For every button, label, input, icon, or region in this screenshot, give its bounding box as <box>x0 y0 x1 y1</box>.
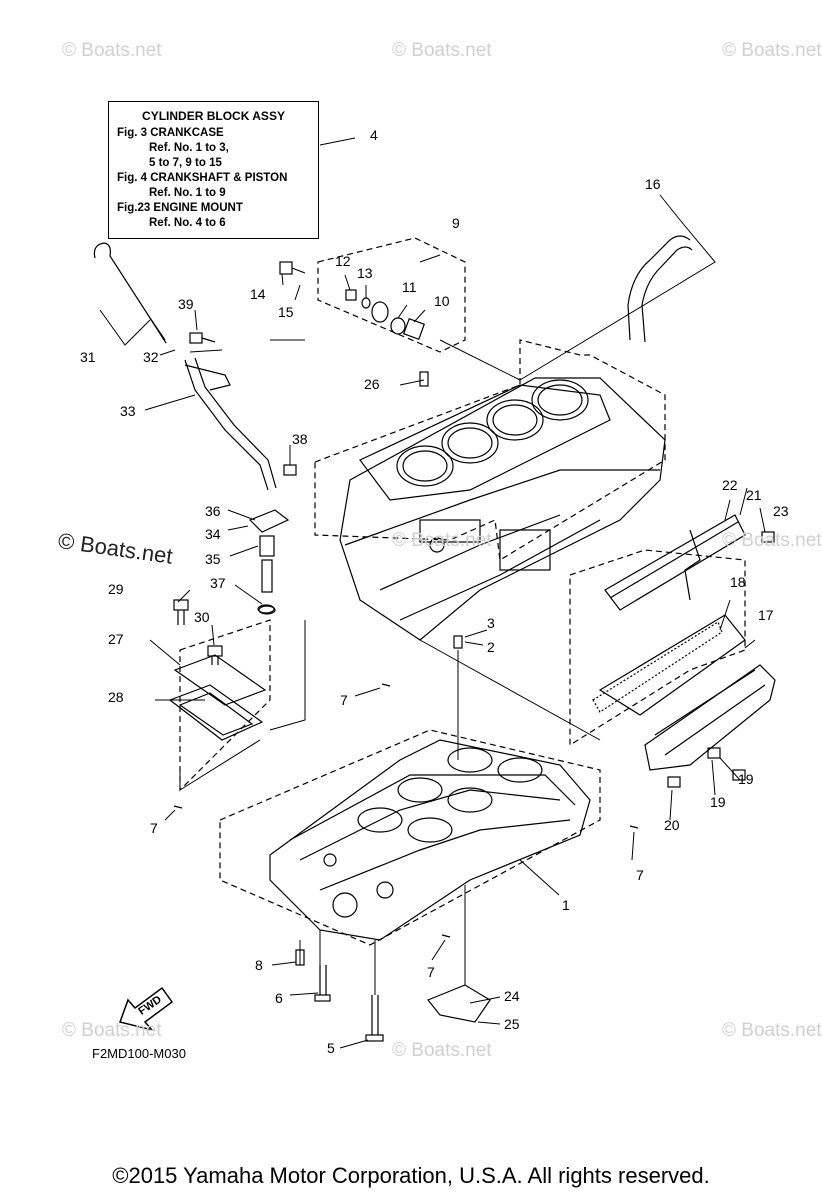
callout-2: 2 <box>487 639 495 655</box>
callout-18: 18 <box>730 574 746 590</box>
leader-lines <box>99 137 766 1049</box>
callout-37: 37 <box>210 575 226 591</box>
dashed-boundaries <box>179 237 746 946</box>
dipstick-drawing <box>93 242 166 341</box>
callout-12: 12 <box>335 253 351 269</box>
callout-7c: 7 <box>636 867 644 883</box>
watermark: © Boats.net <box>62 40 162 61</box>
watermark: © Boats.net <box>392 530 492 551</box>
callout-38: 38 <box>292 431 308 447</box>
callout-34: 34 <box>205 526 221 542</box>
watermark: © Boats.net <box>62 1020 162 1041</box>
callout-30: 30 <box>194 609 210 625</box>
callout-28: 28 <box>108 689 124 705</box>
callout-39: 39 <box>178 296 194 312</box>
copyright-notice: ©2015 Yamaha Motor Corporation, U.S.A. A… <box>112 1163 710 1188</box>
callout-7a: 7 <box>340 692 348 708</box>
fwd-arrow <box>119 986 174 1032</box>
fwd-label: FWD <box>136 994 163 1018</box>
callout-4: 4 <box>370 127 378 143</box>
callout-32: 32 <box>143 349 159 365</box>
callout-5: 5 <box>327 1040 335 1056</box>
drawing-code: F2MD100-M030 <box>92 1046 186 1061</box>
water-jacket-cover-drawing <box>604 514 746 611</box>
callout-35: 35 <box>205 551 221 567</box>
oil-guide-drawing <box>184 359 269 491</box>
callout-15: 15 <box>278 304 294 320</box>
info-line: Ref. No. 4 to 6 <box>149 217 226 229</box>
hose-drawing <box>627 235 691 341</box>
callout-26: 26 <box>364 376 380 392</box>
watermark: © Boats.net <box>392 40 492 61</box>
callout-6: 6 <box>275 990 283 1006</box>
callout-13: 13 <box>357 265 373 281</box>
callout-7b: 7 <box>150 820 158 836</box>
callout-23: 23 <box>773 503 789 519</box>
cylinder-block-info-box: CYLINDER BLOCK ASSY Fig. 3 CRANKCASE Ref… <box>108 101 319 239</box>
cylinder-block-drawing <box>339 377 666 641</box>
info-line: Fig. 3 CRANKCASE <box>117 127 224 139</box>
callout-36: 36 <box>205 503 221 519</box>
callout-20: 20 <box>664 817 680 833</box>
callout-8: 8 <box>255 957 263 973</box>
callout-22: 22 <box>722 477 738 493</box>
callout-19b: 19 <box>710 794 726 810</box>
callout-21: 21 <box>746 487 762 503</box>
callout-25: 25 <box>504 1016 520 1032</box>
callout-11: 11 <box>402 279 417 295</box>
watermark: © Boats.net <box>722 530 822 551</box>
callout-31: 31 <box>80 349 96 365</box>
info-line: Fig. 4 CRANKSHAFT & PISTON <box>117 172 288 184</box>
info-line: Fig.23 ENGINE MOUNT <box>117 202 243 214</box>
callout-27: 27 <box>108 631 124 647</box>
callout-24: 24 <box>504 988 520 1004</box>
callout-7d: 7 <box>427 964 435 980</box>
callout-9: 9 <box>452 215 460 231</box>
callout-17: 17 <box>758 607 774 623</box>
callout-10: 10 <box>434 293 450 309</box>
callout-29: 29 <box>108 581 124 597</box>
crankcase-drawing <box>269 739 591 941</box>
watermark: © Boats.net <box>722 40 822 61</box>
engine-mount-drawing <box>427 984 491 1023</box>
watermark: © Boats.net <box>722 1020 822 1041</box>
callout-1: 1 <box>562 897 570 913</box>
info-line: Ref. No. 1 to 3, <box>149 142 229 154</box>
watermark: © Boats.net <box>392 1040 492 1061</box>
info-line: 5 to 7, 9 to 15 <box>149 157 222 169</box>
cover-plate-drawing <box>173 654 267 706</box>
side-cover-drawing <box>592 614 776 771</box>
callout-33: 33 <box>120 403 136 419</box>
callout-19a: 19 <box>738 771 754 787</box>
bracket-drawing <box>248 509 290 533</box>
callout-14: 14 <box>250 286 266 302</box>
callout-16: 16 <box>645 176 661 192</box>
info-line: Ref. No. 1 to 9 <box>149 187 226 199</box>
callout-3: 3 <box>487 615 495 631</box>
info-box-title: CYLINDER BLOCK ASSY <box>142 109 285 123</box>
